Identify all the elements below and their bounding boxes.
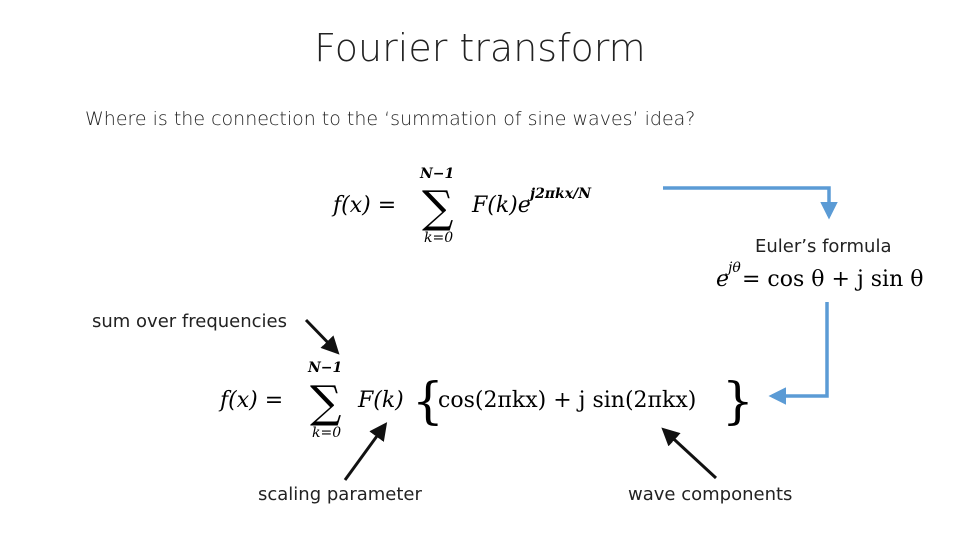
eq1-sum-symbol: ∑ (422, 182, 453, 233)
eq1-lhs: f(x) = (331, 193, 396, 218)
equation-fourier-trig: f(x) = N−1 ∑ k=0 F(k) { cos(2πkx) + j si… (218, 360, 754, 441)
arrow-sum-over-frequencies (304, 318, 340, 355)
euler-base: e (716, 267, 729, 292)
euler-rhs: = cos θ + j sin θ (742, 267, 924, 292)
equation-euler: e jθ = cos θ + j sin θ (716, 260, 924, 292)
euler-formula-caption: Euler’s formula (755, 236, 892, 257)
eq2-left-brace: { (412, 372, 444, 430)
eq1-sum-lower: k=0 (424, 230, 453, 246)
arrow-scaling-parameter (343, 422, 388, 481)
slide-title: Fourier transform (314, 26, 646, 70)
euler-exponent: jθ (725, 260, 741, 276)
scaling-parameter-label: scaling parameter (258, 484, 422, 505)
question-text: Where is the connection to the ‘summatio… (85, 108, 696, 130)
eq2-term: F(k) (357, 388, 404, 413)
eq2-sum-lower: k=0 (312, 425, 341, 441)
connector-from-euler (768, 302, 829, 405)
eq2-right-brace: } (722, 372, 754, 430)
connector-to-euler (663, 186, 838, 220)
arrow-wave-components (661, 427, 718, 480)
eq2-sum-symbol: ∑ (310, 377, 341, 428)
eq2-body: cos(2πkx) + j sin(2πkx) (438, 388, 696, 413)
equation-fourier-exponential: f(x) = N−1 ∑ k=0 F(k)e j2πkx/N (331, 166, 592, 246)
eq2-lhs: f(x) = (218, 388, 283, 413)
wave-components-label: wave components (628, 484, 793, 505)
sum-over-frequencies-label: sum over frequencies (92, 311, 287, 332)
eq1-sum-upper: N−1 (419, 166, 454, 182)
eq1-term: F(k)e (471, 193, 531, 218)
eq1-exponent: j2πkx/N (527, 186, 592, 202)
eq2-sum-upper: N−1 (307, 360, 342, 376)
